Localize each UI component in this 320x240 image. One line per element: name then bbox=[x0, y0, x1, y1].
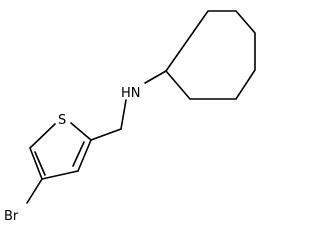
bond-methylene-to-thiophene bbox=[90, 128, 122, 141]
cyclooctane-ring bbox=[164, 10, 256, 100]
bond-c5-c4-inner bbox=[34, 151, 46, 176]
bromine-label: Br bbox=[4, 209, 19, 224]
bond-c3-c2 bbox=[77, 139, 92, 172]
amine-linkage bbox=[90, 70, 167, 141]
bond-nitrogen-to-methylene bbox=[120, 99, 127, 130]
nitrogen-label: HN bbox=[121, 86, 141, 101]
bond-s1-c5 bbox=[29, 123, 56, 149]
bond-c2-s1 bbox=[70, 122, 92, 141]
bond-c4-c3 bbox=[41, 170, 79, 180]
thiophene-ring bbox=[29, 122, 92, 180]
molecule-structure: HN S Br bbox=[4, 10, 256, 224]
sulfur-label: S bbox=[58, 113, 66, 128]
cyclooctane-bonds bbox=[164, 10, 256, 100]
bond-c5-c4 bbox=[29, 147, 43, 180]
bond-c4-bromine bbox=[26, 178, 43, 204]
bond-c3-c2-inner bbox=[72, 141, 85, 167]
bond-ring-to-nitrogen bbox=[144, 70, 167, 84]
